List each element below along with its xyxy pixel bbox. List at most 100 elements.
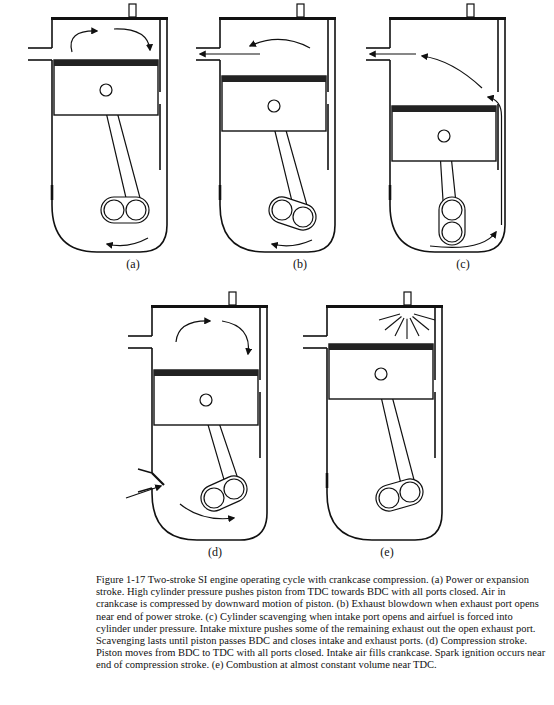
flow-arrow (107, 238, 148, 246)
piston (329, 344, 433, 399)
reed-valve (219, 185, 222, 200)
engine-wall (390, 20, 505, 252)
wrist-pin (438, 130, 450, 142)
cylinder-head (51, 17, 168, 20)
engine-wall (327, 104, 329, 170)
spark-plug (297, 4, 304, 17)
crank-pin (224, 479, 244, 499)
piston (154, 370, 258, 425)
engine-wall (389, 20, 391, 48)
flow-arrow (126, 486, 161, 498)
crank-pin (400, 482, 420, 502)
engine-wall (52, 20, 167, 252)
crank-pin (126, 200, 146, 220)
panel-letter: (c) (456, 257, 469, 272)
engine-wall (389, 60, 391, 185)
engine-wall (196, 47, 220, 49)
cylinder-head (151, 305, 268, 308)
engine-wall (303, 347, 327, 349)
flow-arrow (370, 53, 416, 54)
crank-pin (442, 222, 462, 242)
crank-web (101, 197, 149, 223)
engine-wall (51, 20, 53, 48)
engine-wall (128, 347, 152, 349)
engine-figure (126, 292, 268, 540)
engine-wall (151, 348, 153, 473)
flow-arrow (422, 56, 482, 88)
engine-figure (196, 4, 336, 252)
crankshaft (104, 200, 124, 220)
engine-wall (303, 335, 327, 337)
engine-wall (151, 308, 153, 336)
panel-letter: (a) (126, 257, 139, 272)
engine-wall (219, 60, 221, 185)
spark-ray (414, 314, 435, 320)
crank-web (439, 197, 465, 245)
engine-wall (51, 60, 53, 185)
piston-rings (154, 370, 258, 376)
figure-caption: Figure 1-17 Two-stroke SI engine operati… (96, 574, 546, 672)
flow-arrow (430, 232, 496, 247)
engine-wall (497, 20, 499, 92)
engine-wall (259, 308, 261, 380)
reed-valve (326, 473, 329, 488)
crank-web (373, 476, 426, 514)
flow-arrow (250, 39, 310, 48)
flow-arrow (180, 504, 234, 519)
piston-rings (392, 106, 496, 112)
engine-wall (497, 104, 499, 170)
spark-plug (229, 292, 236, 305)
engine-wall (28, 59, 52, 61)
panel-letter: (e) (380, 545, 393, 560)
engine-wall (196, 59, 220, 61)
spark-ray (406, 319, 407, 339)
wrist-pin (200, 394, 212, 406)
engine-wall (366, 47, 390, 49)
crank-web (266, 194, 320, 234)
flow-arrow (222, 321, 248, 354)
piston-rings (222, 76, 326, 82)
intake-lip (138, 469, 152, 492)
cylinder-head (219, 17, 336, 20)
engine-wall (366, 59, 390, 61)
reed-valve (389, 185, 392, 200)
panel-letter: (b) (293, 257, 307, 272)
spark-plug (404, 292, 411, 305)
crank-pin (293, 207, 313, 227)
spark-plug (129, 4, 136, 17)
flow-arrow (272, 240, 312, 246)
cylinder-head (389, 17, 506, 20)
spark-ray (395, 318, 404, 336)
engine-wall (434, 308, 436, 380)
engine-wall (220, 20, 335, 252)
engine-wall (28, 47, 52, 49)
engine-wall (434, 392, 436, 458)
engine-wall (219, 20, 221, 48)
crankshaft (379, 488, 399, 508)
crankshaft (442, 200, 462, 220)
piston (392, 106, 496, 161)
piston (222, 76, 326, 131)
engine-wall (159, 104, 161, 170)
wrist-pin (375, 368, 387, 380)
crank-web (197, 472, 251, 515)
piston-rings (54, 60, 158, 66)
crankshaft (272, 200, 292, 220)
engine-figure (366, 4, 506, 252)
crankshaft (204, 488, 224, 508)
flow-arrow (71, 31, 97, 52)
engine-wall (159, 20, 161, 92)
spark-plug (467, 4, 474, 17)
engine-figure (28, 4, 168, 252)
piston-rings (329, 344, 433, 350)
reed-valve (152, 473, 164, 485)
reed-valve (51, 185, 54, 200)
engine-wall (259, 392, 261, 458)
cylinder-head (326, 305, 443, 308)
wrist-pin (100, 84, 112, 96)
engine-figure (303, 292, 443, 540)
spark-ray (413, 317, 430, 331)
engine-wall (128, 335, 152, 337)
